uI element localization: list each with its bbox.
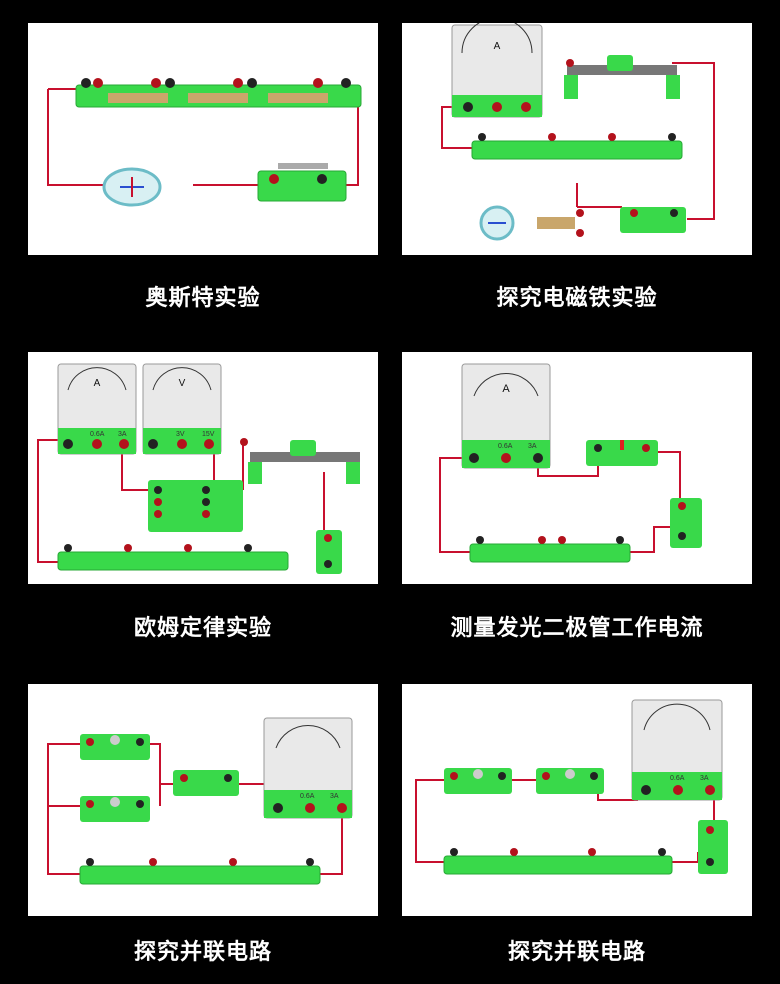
- switch: [257, 163, 347, 202]
- battery-holder: [471, 133, 683, 160]
- photo-oersted: [28, 23, 378, 255]
- switch: [698, 820, 728, 874]
- rheostat: [564, 55, 680, 99]
- battery-holder: [79, 858, 321, 885]
- switch: [173, 770, 239, 796]
- svg-text:0.6A: 0.6A: [498, 443, 513, 450]
- ammeter: 0.6A 3A: [263, 717, 353, 819]
- svg-text:A: A: [494, 41, 501, 52]
- svg-text:3A: 3A: [528, 443, 537, 450]
- caption-parallel-1: 探究并联电路: [133, 939, 272, 964]
- switch: [316, 530, 342, 574]
- ohms-law-apparatus: A 0.6A 3A V 3V 15V: [37, 363, 360, 574]
- svg-text:15V: 15V: [202, 431, 215, 438]
- lamp-board: [80, 734, 150, 760]
- svg-text:3A: 3A: [700, 775, 709, 782]
- svg-text:0.6A: 0.6A: [300, 793, 315, 800]
- voltmeter: V 3V 15V: [142, 363, 222, 455]
- svg-text:0.6A: 0.6A: [90, 431, 105, 438]
- svg-text:3A: 3A: [330, 793, 339, 800]
- photo-parallel-1: 0.6A 3A: [28, 684, 378, 916]
- photo-led-current: A 0.6A 3A: [402, 352, 752, 584]
- electromagnet-apparatus: A: [441, 23, 715, 241]
- caption-ohms-law: 欧姆定律实验: [133, 615, 272, 640]
- caption-electromagnet: 探究电磁铁实验: [496, 285, 658, 310]
- switch: [620, 207, 686, 233]
- compass: [479, 205, 515, 241]
- lamp-board: [80, 796, 150, 822]
- parallel-1-apparatus: 0.6A 3A: [47, 717, 353, 885]
- photo-electromagnet: A: [402, 23, 752, 255]
- photo-parallel-2: 0.6A 3A: [402, 684, 752, 916]
- battery-holder: [469, 536, 631, 563]
- resistor-board: [148, 480, 243, 532]
- led-board: [586, 440, 658, 466]
- led-current-apparatus: A 0.6A 3A: [439, 363, 702, 563]
- lamp-board: [444, 768, 512, 794]
- oersted-apparatus: [47, 78, 362, 207]
- ammeter: 0.6A 3A: [631, 699, 723, 801]
- caption-led-current: 测量发光二极管工作电流: [450, 615, 704, 640]
- ammeter: A 0.6A 3A: [461, 363, 551, 469]
- svg-text:3A: 3A: [118, 431, 127, 438]
- switch: [670, 498, 702, 548]
- battery-holder: [75, 78, 362, 108]
- photo-ohms-law: A 0.6A 3A V 3V 15V: [28, 352, 378, 584]
- ammeter: A: [451, 23, 543, 118]
- svg-text:0.6A: 0.6A: [670, 775, 685, 782]
- caption-oersted: 奥斯特实验: [145, 285, 261, 310]
- lamp-board: [536, 768, 604, 794]
- battery-holder: [443, 848, 673, 875]
- parallel-2-apparatus: 0.6A 3A: [415, 699, 728, 875]
- ammeter: A 0.6A 3A: [57, 363, 137, 455]
- rheostat: [240, 438, 360, 484]
- compass: [102, 167, 162, 207]
- caption-parallel-2: 探究并联电路: [507, 939, 646, 964]
- electromagnet-coil: [537, 209, 584, 237]
- svg-text:3V: 3V: [176, 431, 185, 438]
- battery-holder: [57, 544, 289, 571]
- svg-text:A: A: [94, 378, 101, 389]
- svg-text:V: V: [179, 378, 186, 389]
- svg-text:A: A: [502, 383, 510, 395]
